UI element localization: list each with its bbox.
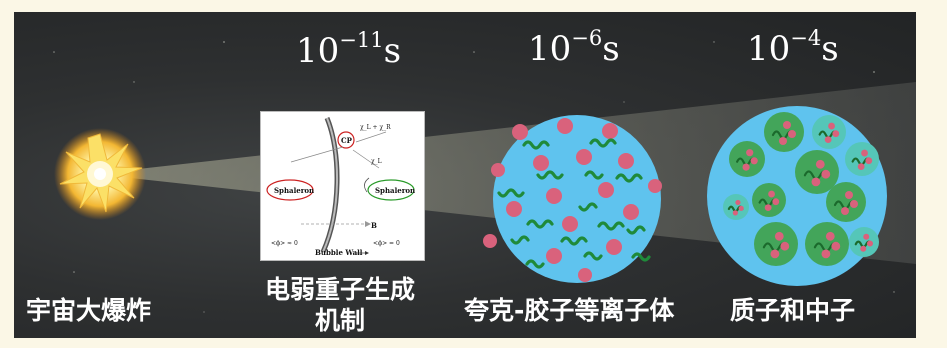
quark — [828, 122, 835, 130]
quark — [764, 204, 772, 212]
qgp-gluons — [497, 138, 651, 269]
sphaleron-right-label: Sphaleron — [375, 186, 415, 195]
hadrons — [723, 112, 879, 266]
ew-baryogenesis-label: 电弱重子生成 机制 — [250, 274, 430, 336]
phi-left-label: <ϕ> ≈ 0 — [271, 240, 298, 247]
sphaleron-left-ellipse — [266, 179, 314, 201]
quark — [772, 198, 780, 206]
hadron — [826, 182, 866, 222]
quark — [857, 163, 865, 171]
phi-right-label: <ϕ> = 0 — [373, 240, 400, 247]
quark — [735, 199, 741, 206]
quark — [811, 177, 821, 187]
hadrons-label: 质子和中子 — [730, 296, 856, 325]
cp-circle — [337, 131, 355, 149]
quark — [750, 157, 758, 165]
quark — [770, 249, 780, 259]
qgp-quarks — [483, 118, 662, 282]
cp-label: CP — [341, 136, 353, 145]
quark — [841, 207, 849, 215]
quark — [825, 231, 835, 241]
quark — [860, 245, 867, 252]
quark — [821, 249, 831, 259]
expansion-illustration — [53, 41, 916, 313]
quark — [850, 200, 858, 208]
qgp-label: 夸克-胶子等离子体 — [464, 296, 675, 325]
quark — [738, 205, 744, 211]
sphaleron-left-label: Sphaleron — [274, 186, 314, 195]
quark — [824, 136, 832, 144]
bubble-wall-label: Bubble Wall — [315, 248, 363, 257]
space-background: 10−11s 10−6s 10−4s CP χ_L + χ_R χ_L — [14, 12, 916, 338]
quark — [831, 241, 841, 251]
ew-label-line2: 机制 — [314, 306, 365, 335]
hadron — [729, 141, 765, 177]
quark — [742, 163, 750, 171]
stars — [53, 41, 895, 313]
quark — [768, 190, 775, 198]
b-label: B — [371, 221, 377, 230]
big-bang-label: 宇宙大爆炸 — [26, 296, 152, 325]
quark — [863, 233, 870, 240]
time-label-1: 10−11s — [296, 28, 402, 71]
quark — [865, 157, 873, 165]
hadron — [752, 183, 786, 217]
time-label-2: 10−6s — [528, 26, 620, 69]
quark — [780, 241, 790, 251]
quark — [746, 149, 754, 157]
hadron — [723, 194, 749, 220]
quark — [832, 130, 840, 138]
qgp-sphere — [493, 115, 661, 283]
hadron — [845, 142, 879, 176]
quark — [821, 169, 831, 179]
hadron — [754, 222, 798, 266]
big-bang-burst — [54, 128, 146, 220]
quark — [774, 231, 784, 241]
hadron — [795, 150, 839, 194]
hadron — [849, 227, 879, 257]
quark — [779, 137, 787, 145]
quark — [788, 130, 796, 138]
time-label-3: 10−4s — [747, 26, 839, 69]
electroweak-baryogenesis-figure: CP χ_L + χ_R χ_L Sphaleron Sphaleron B <… — [260, 111, 425, 261]
hadron — [764, 112, 804, 152]
sphaleron-right-ellipse — [367, 179, 415, 201]
quark — [815, 159, 825, 169]
hadron — [812, 115, 846, 149]
quark — [783, 121, 791, 129]
quark — [845, 191, 853, 199]
quark — [861, 149, 868, 157]
quark — [732, 210, 738, 216]
hadron — [805, 222, 849, 266]
quark — [867, 240, 873, 247]
ew-label-line1: 电弱重子生成 — [264, 275, 415, 304]
chi-mid-label: χ_L — [371, 158, 382, 165]
chi-top-label: χ_L + χ_R — [360, 124, 391, 131]
